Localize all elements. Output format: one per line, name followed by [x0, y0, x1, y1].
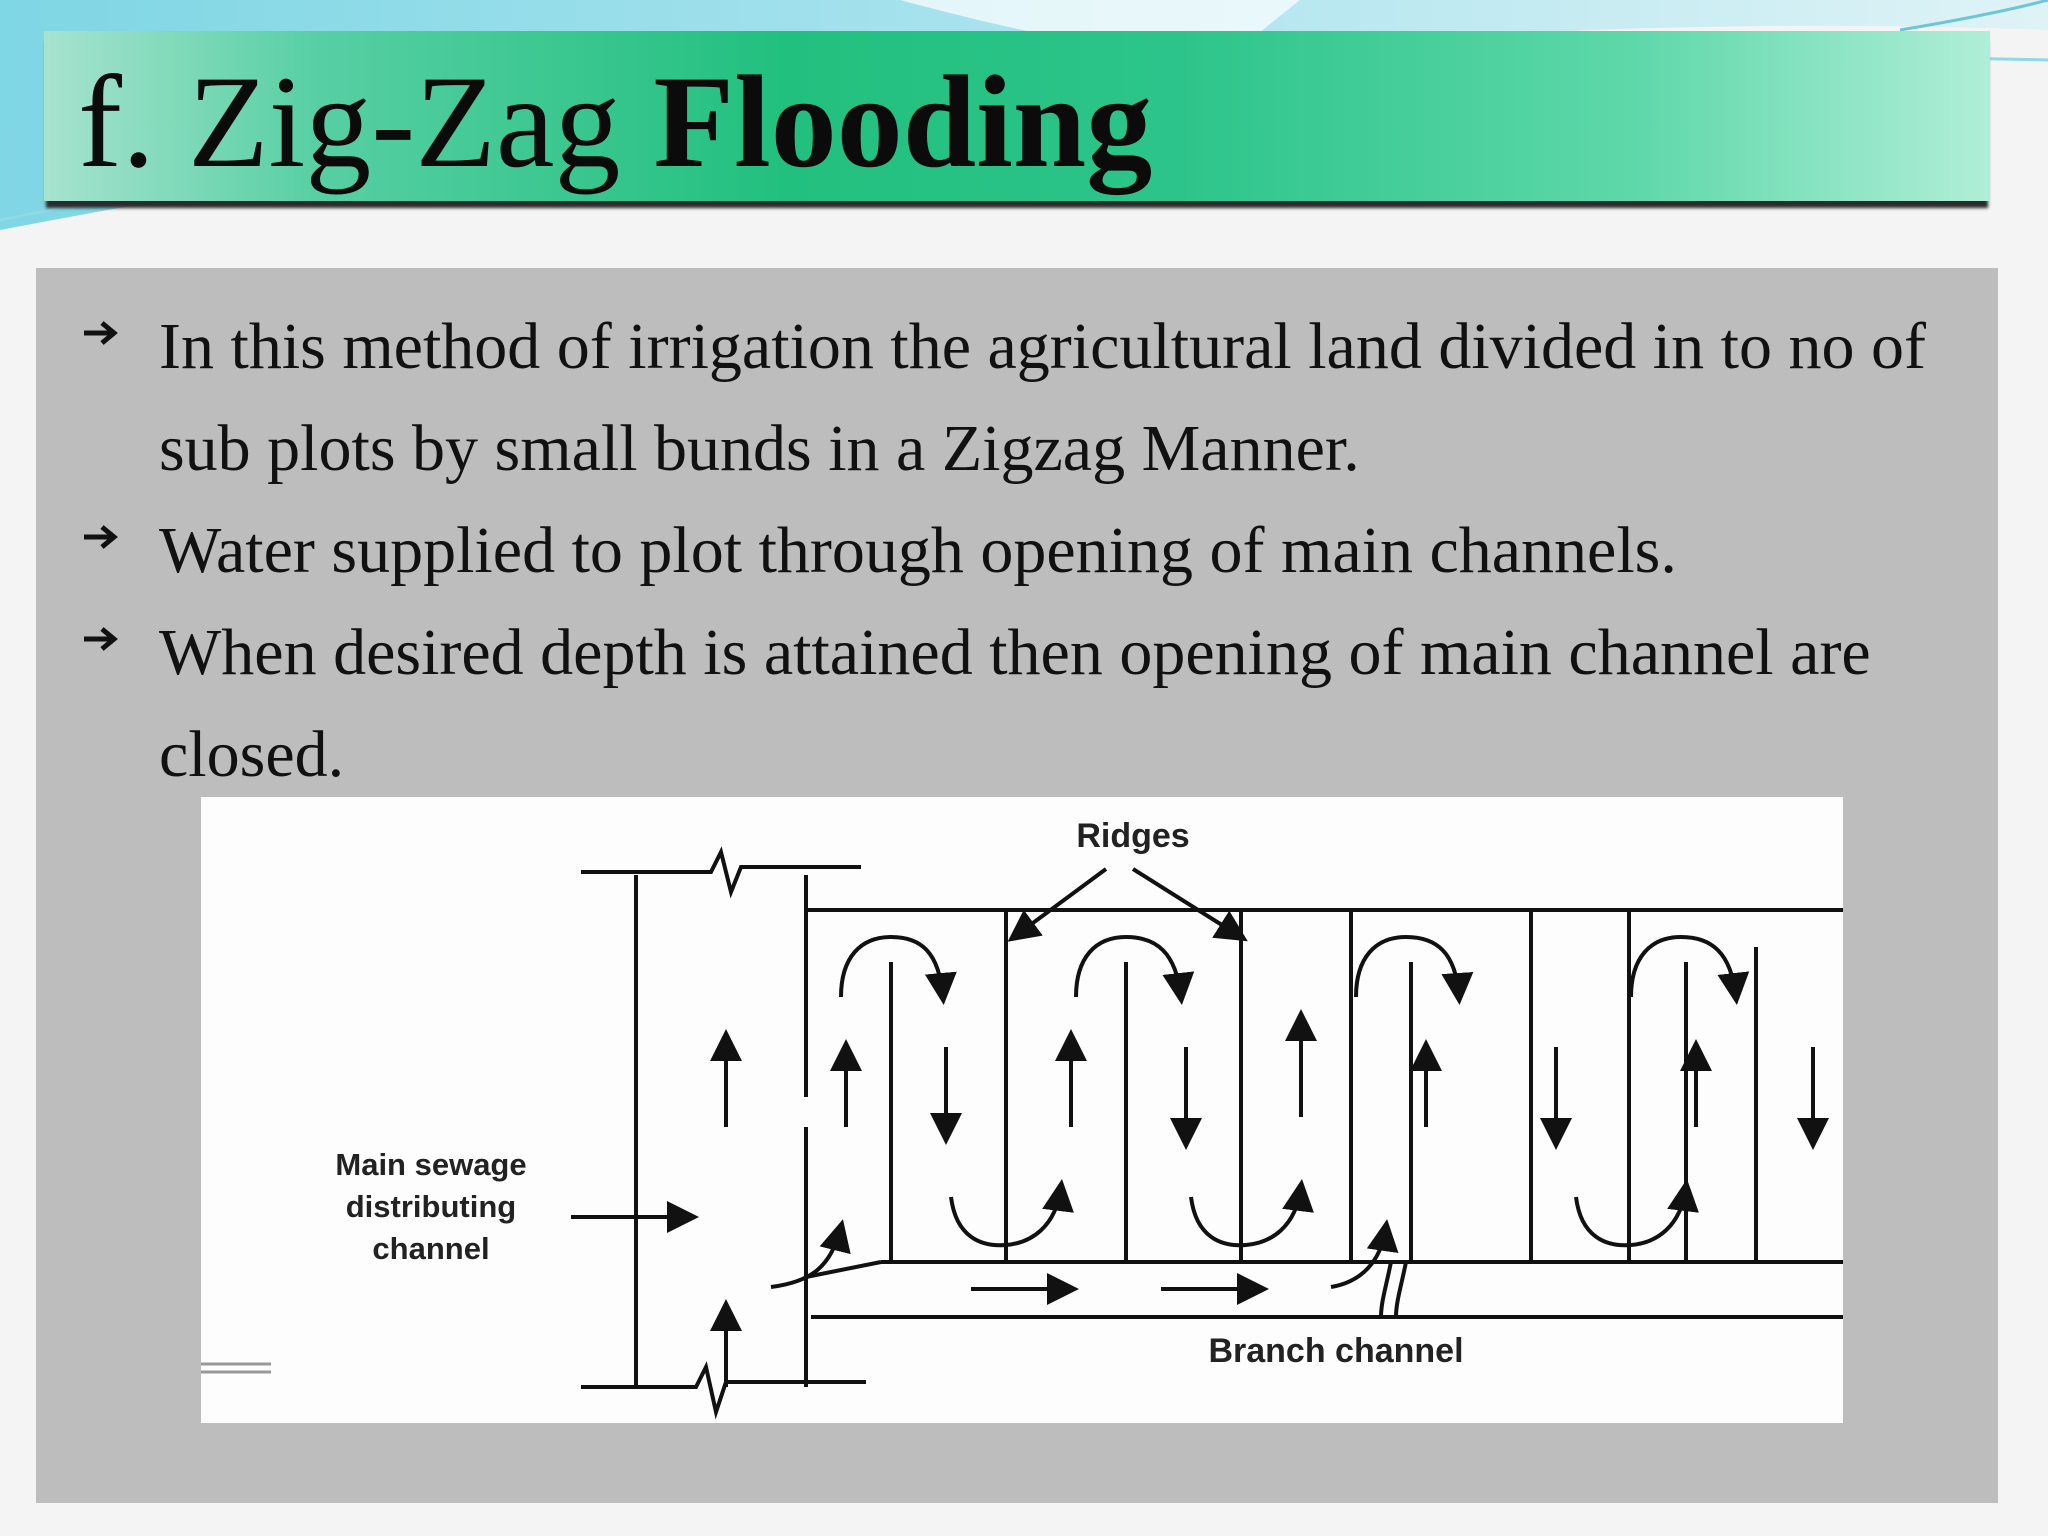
title-prefix: f. Zig-Zag	[78, 48, 654, 195]
slide-title: f. Zig-Zag Flooding	[78, 52, 1152, 192]
bullet-text: Water supplied to plot through opening o…	[159, 514, 1677, 587]
title-bold: Flooding	[653, 48, 1153, 195]
arrow-bullet-icon	[84, 321, 118, 345]
ridges-label: Ridges	[1076, 817, 1189, 855]
branch-channel-label: Branch channel	[1208, 1332, 1463, 1370]
main-channel-label-line-1: Main sewage	[335, 1147, 526, 1182]
main-channel-label-line-3: channel	[372, 1231, 489, 1266]
bullet-text: In this method of irrigation the agricul…	[159, 310, 1926, 485]
main-channel-label-line-2: distributing	[346, 1189, 516, 1224]
arrow-bullet-icon	[84, 627, 118, 651]
bullet-text: When desired depth is attained then open…	[159, 616, 1871, 791]
arrow-bullet-icon	[84, 525, 118, 549]
zigzag-flooding-diagram: Ridges Main sewage distributing channel …	[201, 797, 1843, 1423]
title-bar	[44, 31, 1990, 201]
